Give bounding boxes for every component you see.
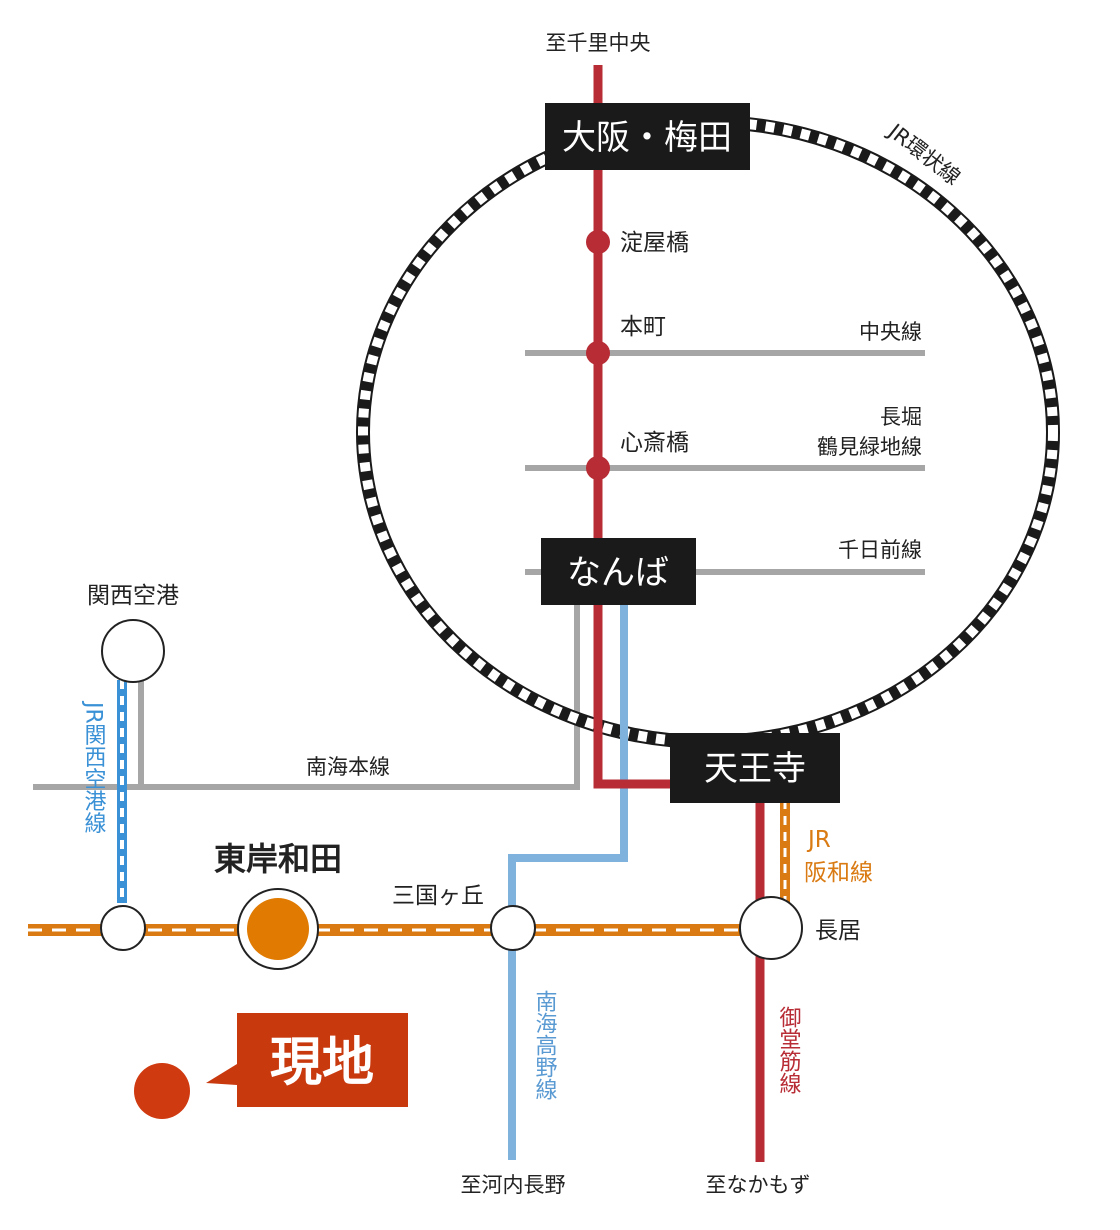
jr-loop-line-dash xyxy=(358,117,1058,747)
nagai-label: 長居 xyxy=(815,918,861,944)
mikunigaoka-station-icon[interactable] xyxy=(490,905,536,951)
midosuji-line-label: 御堂筋線 xyxy=(776,1006,802,1094)
nankai-koya-line xyxy=(508,600,628,1160)
yodoyabashi-label: 淀屋橋 xyxy=(620,230,689,256)
umeda-station-label: 大阪・梅田 xyxy=(562,118,732,158)
namba-station-box[interactable] xyxy=(541,538,696,605)
mikunigaoka-label: 三国ヶ丘 xyxy=(392,883,484,909)
chuo-line-label: 中央線 xyxy=(859,320,922,344)
location-dot-icon[interactable] xyxy=(134,1063,190,1119)
nagahori-line-label-1: 長堀 xyxy=(880,405,922,429)
kansai-airport-station-icon[interactable] xyxy=(101,619,165,683)
higashikishiwada-station-fill xyxy=(247,898,309,960)
current-location-label: 現地 xyxy=(270,1033,374,1093)
shinsaibashi-station-dot[interactable] xyxy=(586,456,610,480)
nagahori-line-label-2: 鶴見緑地線 xyxy=(817,435,922,459)
yodoyabashi-station-dot[interactable] xyxy=(586,230,610,254)
jr-hanwa-label-2: 阪和線 xyxy=(804,860,873,886)
nankai-main-line xyxy=(33,600,580,790)
jr-kansai-airport-line-label: JR関西空港線 xyxy=(81,700,107,834)
nakamozu-terminal-label: 至なかもず xyxy=(706,1173,811,1197)
umeda-station-box[interactable] xyxy=(545,103,750,170)
nagai-station-icon[interactable] xyxy=(739,896,803,960)
tennoji-station-box[interactable] xyxy=(670,733,840,803)
sennichimae-line-label: 千日前線 xyxy=(838,538,922,562)
tennoji-station-label: 天王寺 xyxy=(704,749,806,789)
kansai-airport-label: 関西空港 xyxy=(87,583,179,609)
kawachinagano-terminal-label: 至河内長野 xyxy=(461,1173,566,1197)
higashikishiwada-label: 東岸和田 xyxy=(214,840,342,878)
nankai-koya-line-label: 南海高野線 xyxy=(532,990,558,1100)
namba-station-label: なんば xyxy=(567,553,669,593)
bottom-left-station-icon[interactable] xyxy=(100,905,146,951)
north-terminal-label: 至千里中央 xyxy=(546,31,651,55)
jr-hanwa-label-1: JR xyxy=(806,827,831,853)
honmachi-station-dot[interactable] xyxy=(586,341,610,365)
shinsaibashi-label: 心斎橋 xyxy=(620,430,689,456)
nankai-main-line-label: 南海本線 xyxy=(306,755,390,779)
current-location-callout[interactable] xyxy=(206,1013,408,1107)
honmachi-label: 本町 xyxy=(620,314,666,340)
